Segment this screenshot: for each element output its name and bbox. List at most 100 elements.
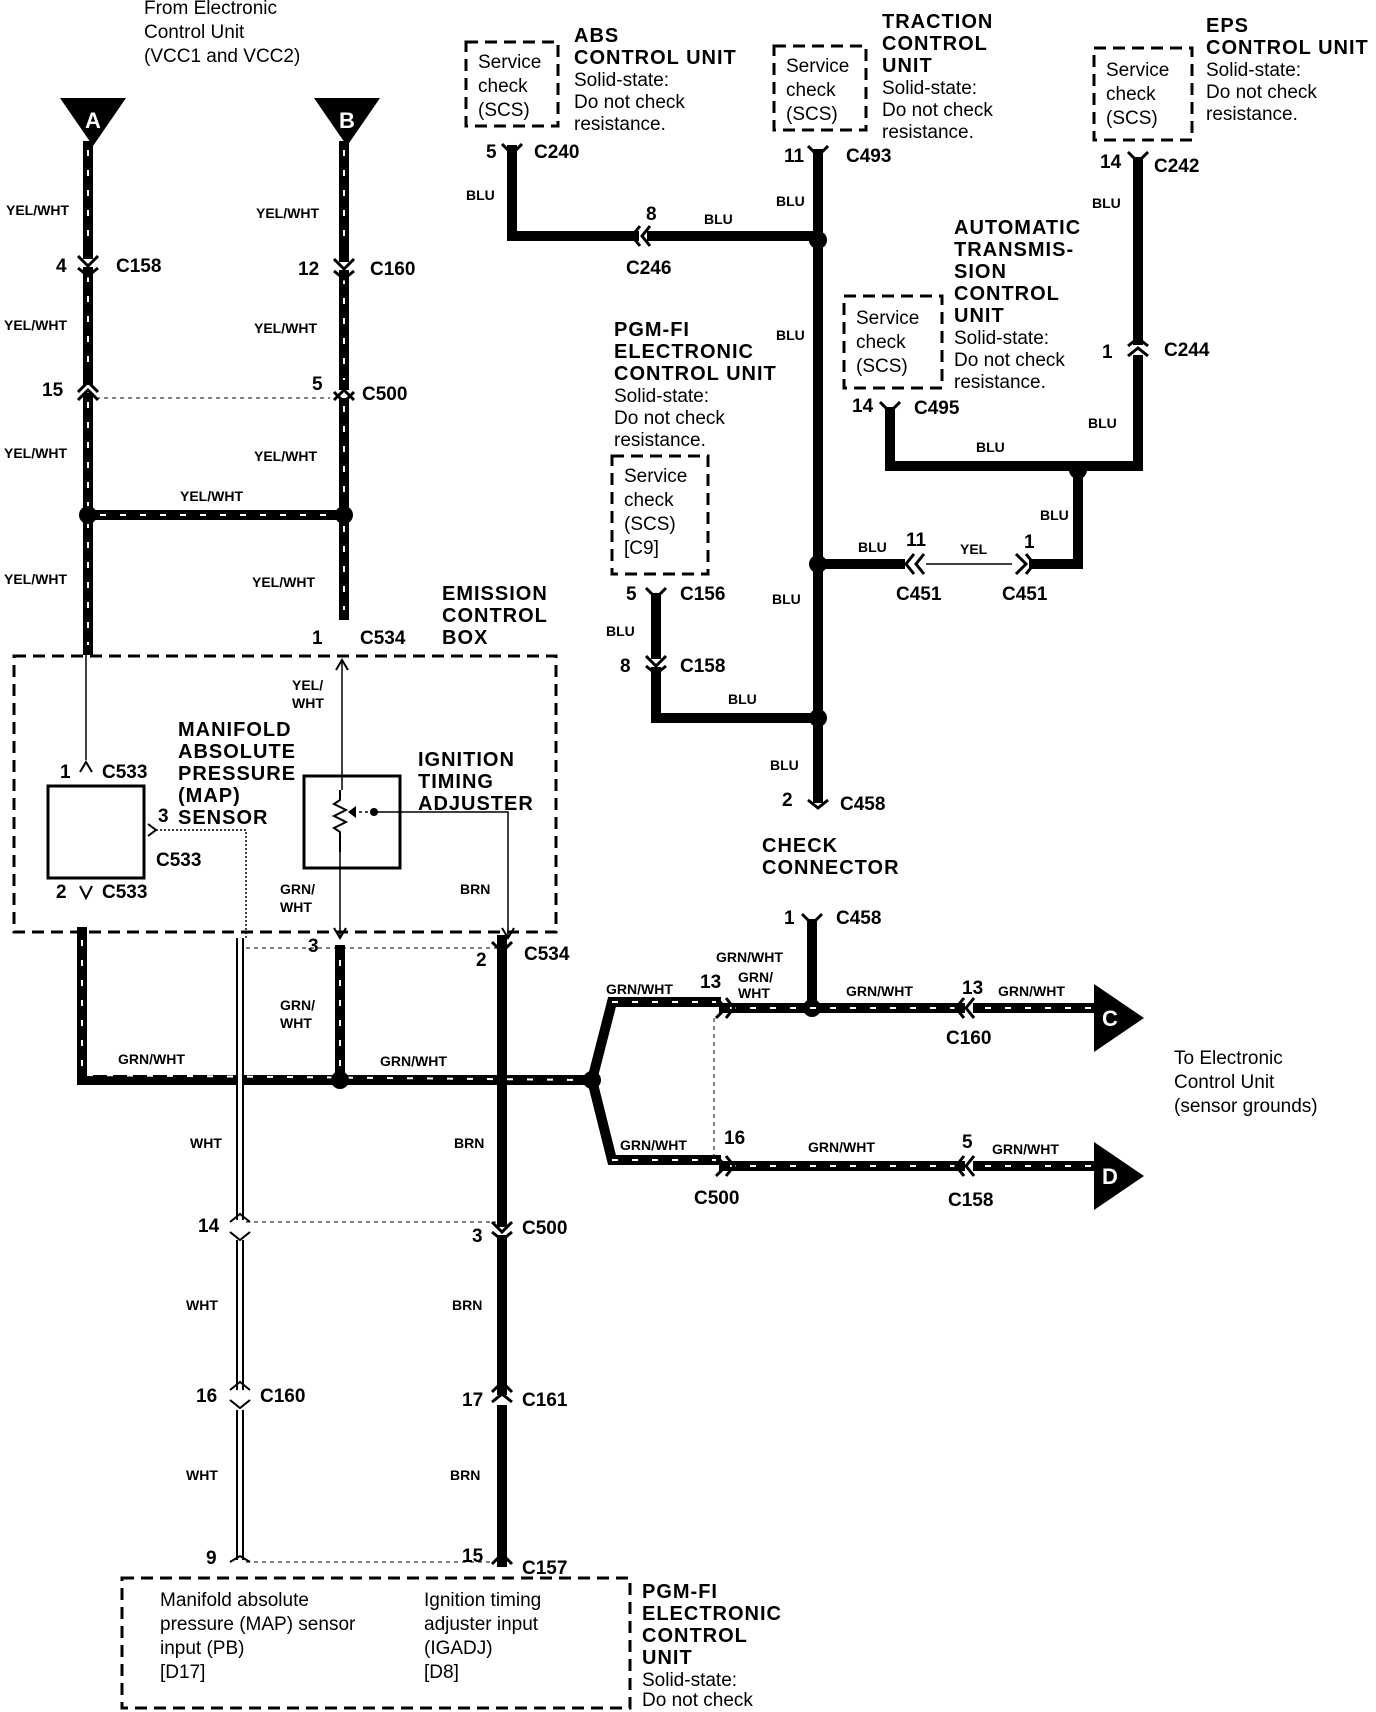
pin-label: 12 [298, 259, 319, 280]
wire-label: BLU [704, 211, 733, 227]
wire-label: GRN/WHT [846, 983, 913, 999]
wire-label: WHT [186, 1467, 218, 1483]
connector-label: C158 [680, 656, 725, 677]
pgm-fi-ecu-bottom-box [120, 1576, 632, 1710]
connector-label: C160 [946, 1028, 991, 1049]
wire-label: WHT [186, 1297, 218, 1313]
pin-label: 14 [198, 1216, 220, 1237]
wire-label: YEL/WHT [4, 317, 67, 333]
map-title-1: MANIFOLD [178, 719, 292, 741]
ignition-title-3: ADJUSTER [418, 793, 534, 815]
destination-label: To Electronic Control Unit (sensor groun… [1174, 1048, 1318, 1117]
scs-line-2: check [1106, 84, 1156, 105]
pgm-top-title-3: CONTROL UNIT [614, 363, 777, 385]
atcu-title-2: TRANSMIS- [954, 239, 1074, 261]
igadj-input-line-2: adjuster input [424, 1614, 539, 1635]
pgm-scs-box [610, 454, 710, 576]
solid-state-1: Solid-state: [614, 386, 709, 407]
connector-label: C533 [156, 850, 201, 871]
map-title-4: (MAP) [178, 785, 241, 807]
connector-label: C158 [948, 1190, 993, 1211]
pin-label: 1 [60, 762, 71, 783]
destination-line-3: (sensor grounds) [1174, 1096, 1318, 1117]
pgm-bottom-title-3: CONTROL [642, 1625, 748, 1647]
wire-label: GRN/WHT [716, 949, 783, 965]
ignition-title-1: IGNITION [418, 749, 515, 771]
pin-label: 8 [620, 656, 631, 677]
pin-label: 4 [56, 256, 67, 277]
map-title-3: PRESSURE [178, 763, 296, 785]
ground-d-run: D GRN/WHT GRN/WHT GRN/WHT 16 5 C500 C158 [620, 1018, 1144, 1211]
solid-state-1: Solid-state: [1206, 60, 1301, 81]
splice-ab [79, 397, 353, 524]
wire-label: BLU [858, 539, 887, 555]
wire-label: WHT [190, 1135, 222, 1151]
emission-box-internal-wires: YEL/ WHT GRN/ WHT BRN [156, 658, 515, 940]
scs-line-3: (SCS) [1106, 108, 1158, 129]
map-sensor: MANIFOLD ABSOLUTE PRESSURE (MAP) SENSOR … [46, 719, 296, 903]
scs-line-1: Service [786, 56, 849, 77]
terminal-d-label: D [1102, 1164, 1118, 1189]
wire-label: BLU [770, 757, 799, 773]
wire-label: GRN/WHT [620, 1137, 687, 1153]
atcu-title-5: UNIT [954, 305, 1005, 327]
eps-title-2: CONTROL UNIT [1206, 37, 1369, 59]
pin-label: 5 [626, 584, 637, 605]
connector-label: C161 [522, 1390, 568, 1411]
emission-title-2: CONTROL [442, 605, 548, 627]
check-connector-title-2: CONNECTOR [762, 857, 900, 879]
pin-label: 5 [312, 374, 323, 395]
terminal-c-arrow [1094, 984, 1144, 1052]
map-input-line-1: Manifold absolute [160, 1590, 309, 1611]
terminal-c-label: C [1102, 1006, 1118, 1031]
solid-state-2: Do not check [954, 350, 1065, 371]
connector-label: C242 [1154, 156, 1199, 177]
emission-title-1: EMISSION [442, 583, 548, 605]
terminal-d-arrow [1094, 1142, 1144, 1210]
connector-label: C451 [1002, 584, 1048, 605]
pin-label: 17 [462, 1390, 483, 1411]
pin-label: 13 [700, 972, 721, 993]
abs-scs-box [464, 40, 560, 128]
emission-title-3: BOX [442, 627, 488, 649]
traction-title-3: UNIT [882, 55, 933, 77]
solid-state-3: resistance. [1206, 104, 1298, 125]
scs-line-4: [C9] [624, 538, 659, 559]
wire-label: YEL/WHT [254, 448, 317, 464]
terminal-b: B [314, 98, 380, 146]
wire-label: YEL/WHT [180, 488, 243, 504]
pin-label: 15 [462, 1546, 484, 1567]
scs-line-2: check [786, 80, 836, 101]
wire-label: GRN/WHT [998, 983, 1065, 999]
pin-label: 8 [646, 204, 657, 225]
scs-line-2: check [856, 332, 906, 353]
scs-line-3: (SCS) [624, 514, 676, 535]
ground-c-run: C GRN/WHT GRN/WHT GRN/ WHT GRN/WHT GRN/W… [606, 949, 1144, 1052]
pin-label: 2 [56, 882, 67, 903]
pgm-bottom-note-1: Solid-state: [642, 1670, 737, 1691]
wire-label: BLU [606, 623, 635, 639]
atcu-title-1: AUTOMATIC [954, 217, 1081, 239]
source-line-3: (VCC1 and VCC2) [144, 46, 300, 67]
igadj-input-line-4: [D8] [424, 1662, 459, 1683]
pgm-bottom-title-1: PGM-FI [642, 1581, 718, 1603]
traction-control-unit: Service check (SCS) TRACTION CONTROL UNI… [772, 11, 993, 167]
pin-label: 16 [196, 1386, 217, 1407]
scs-line-3: (SCS) [856, 356, 908, 377]
eps-title-1: EPS [1206, 15, 1249, 37]
destination-line-1: To Electronic [1174, 1048, 1283, 1069]
connector-label: C500 [694, 1188, 739, 1209]
pgm-fi-ecu-top: PGM-FI ELECTRONIC CONTROL UNIT Solid-sta… [606, 319, 817, 723]
brn-signal-wire: BRN BRN BRN 2 C534 3 C500 17 C161 15 C15… [246, 935, 570, 1579]
map-title-5: SENSOR [178, 807, 268, 829]
terminal-a: A [60, 98, 126, 146]
scs-line-3: (SCS) [786, 104, 838, 125]
wire-label: GRN/WHT [380, 1053, 447, 1069]
wire-label: BRN [460, 881, 490, 897]
solid-state-1: Solid-state: [882, 78, 977, 99]
wire-label: YEL/WHT [254, 320, 317, 336]
eps-control-unit: Service check (SCS) EPS CONTROL UNIT Sol… [1075, 15, 1369, 471]
scs-line-1: Service [478, 52, 541, 73]
scs-line-2: check [478, 76, 528, 97]
